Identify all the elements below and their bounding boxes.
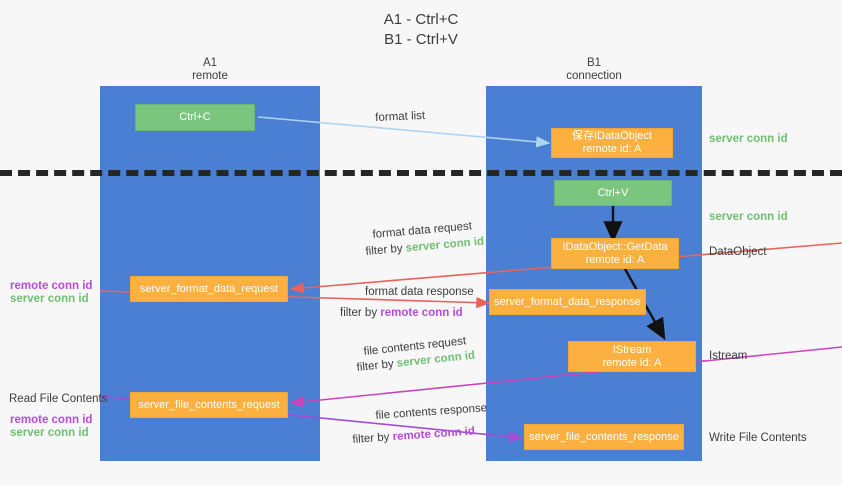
box-server-format-data-request[interactable]: server_format_data_request <box>130 276 288 302</box>
lane-a1-sub: remote <box>192 70 228 82</box>
box-server-file-contents-request[interactable]: server_file_contents_request <box>130 392 288 418</box>
left-label-read-file-contents: Read File Contents <box>9 393 108 405</box>
box-set-dataobject[interactable]: 保存IDataObject remote id: A <box>551 128 673 158</box>
box-server-format-data-response[interactable]: server_format_data_response <box>489 289 646 315</box>
arrow-label-format-data-response: format data response <box>365 286 474 298</box>
arrow-label-file-contents-response-filter: filter by remote conn id <box>352 424 475 447</box>
box-getdata-line1: IDataObject::GetData <box>562 240 668 253</box>
right-label-dataobject: DataObject <box>709 246 767 258</box>
box-istream-line1: IStream <box>612 343 652 356</box>
right-label-write-file-contents: Write File Contents <box>709 432 807 444</box>
divider-dashed <box>0 170 842 176</box>
right-label-server-conn-id-2: server conn id <box>709 211 788 223</box>
lane-a1-name: A1 <box>202 57 218 69</box>
right-label-istream: Istream <box>709 350 748 362</box>
box-getdata-line2: remote id: A <box>585 253 645 266</box>
left-label-server-conn-id-2: server conn id <box>10 427 89 439</box>
title-line-1: A1 - Ctrl+C <box>383 11 459 28</box>
title-line-2: B1 - Ctrl+V <box>384 31 458 48</box>
filter-value-2: remote conn id <box>380 307 463 319</box>
box-set-dataobject-line1: 保存IDataObject <box>571 130 653 142</box>
box-server-file-contents-response[interactable]: server_file_contents_response <box>524 424 684 450</box>
filter-value-4: remote conn id <box>392 425 476 444</box>
lane-title-b1: B1 connection <box>524 57 664 83</box>
arrow-label-format-list: format list <box>375 109 426 124</box>
box-ctrl-v[interactable]: Ctrl+V <box>554 180 672 206</box>
filter-prefix-3: filter by <box>356 357 398 374</box>
box-ctrl-c[interactable]: Ctrl+C <box>135 104 255 131</box>
box-istream[interactable]: IStream remote id: A <box>568 341 696 372</box>
box-istream-line2: remote id: A <box>602 356 662 369</box>
arrow-label-file-contents-response: file contents response <box>375 402 488 422</box>
left-label-remote-conn-id-1: remote conn id <box>10 280 93 292</box>
box-getdata[interactable]: IDataObject::GetData remote id: A <box>551 238 679 269</box>
left-label-remote-conn-id-2: remote conn id <box>10 414 93 426</box>
filter-prefix-2: filter by <box>340 307 381 319</box>
filter-prefix-1: filter by <box>365 242 407 258</box>
left-label-server-conn-id-1: server conn id <box>10 293 89 305</box>
lane-b1-sub: connection <box>566 70 622 82</box>
right-label-server-conn-id-1: server conn id <box>709 133 788 145</box>
page-title: A1 - Ctrl+C B1 - Ctrl+V <box>321 10 521 50</box>
filter-value-1: server conn id <box>405 235 485 255</box>
lane-b1-name: B1 <box>586 57 602 69</box>
box-set-dataobject-line2: remote id: A <box>582 143 642 155</box>
lane-title-a1: A1 remote <box>140 57 280 83</box>
filter-prefix-4: filter by <box>352 431 394 446</box>
arrow-label-format-data-response-filter: filter by remote conn id <box>340 306 463 320</box>
